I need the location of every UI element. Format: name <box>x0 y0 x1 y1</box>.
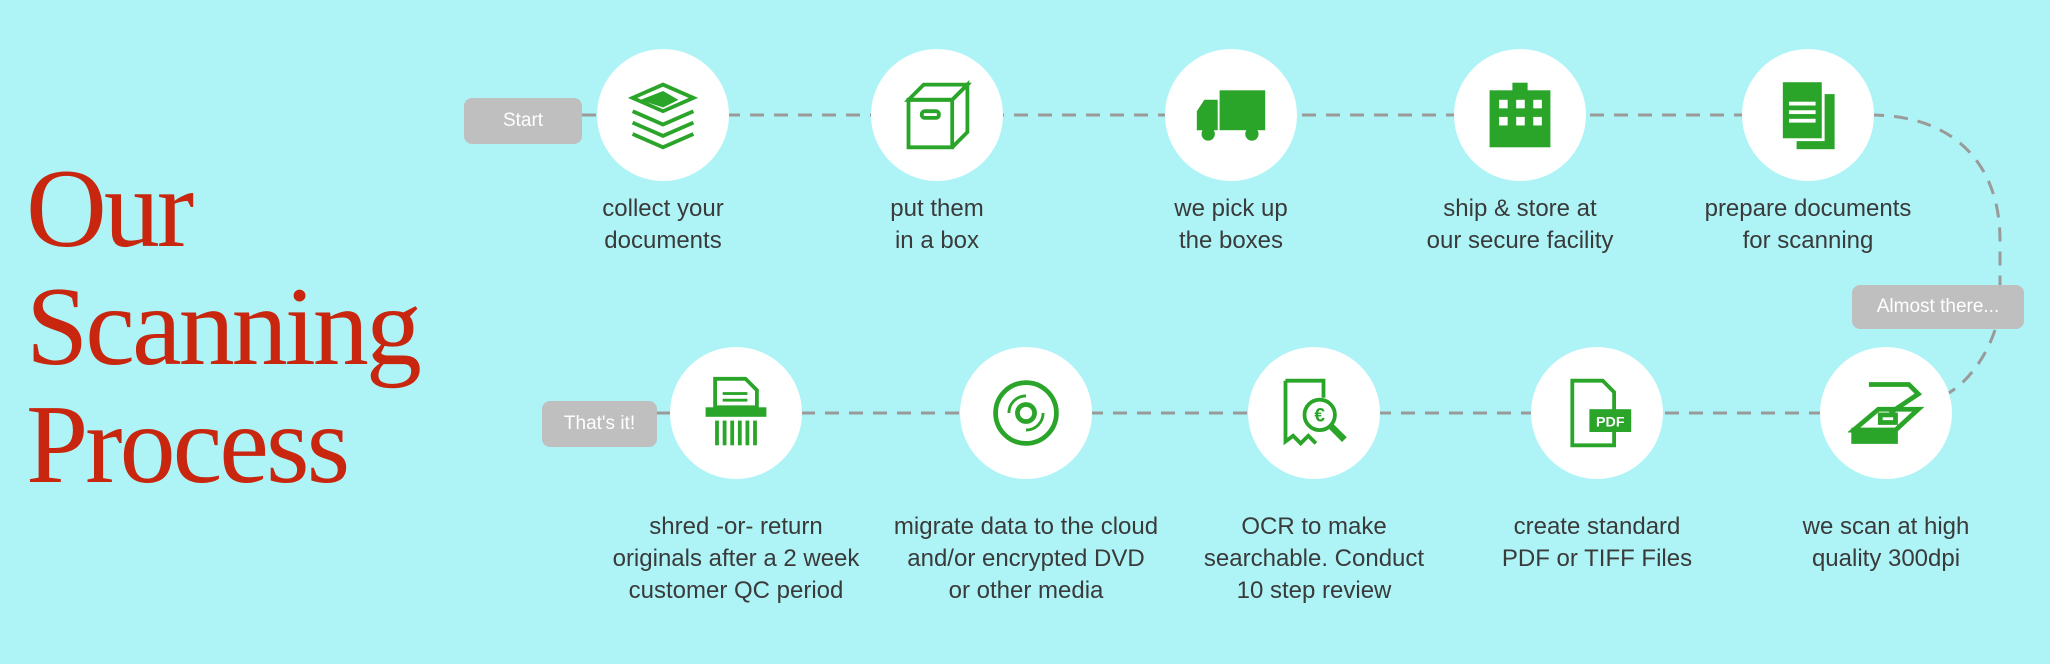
label-line: create standard <box>1513 513 1681 540</box>
label-line: 10 step review <box>1236 577 1392 604</box>
step-10-circle <box>670 347 802 479</box>
ocr-search-icon: € <box>1283 378 1347 447</box>
step-4-label: ship & store at our secure facility <box>1370 193 1670 257</box>
label-line: ship & store at <box>1443 195 1597 222</box>
step-2-circle <box>871 49 1003 181</box>
label-line: in a box <box>894 227 980 254</box>
step-6-label: we scan at high quality 300dpi <box>1736 511 2036 575</box>
label-line: shred -or- return <box>649 513 823 540</box>
label-line: our secure facility <box>1426 227 1614 254</box>
svg-text:PDF: PDF <box>1596 414 1625 430</box>
label-line: OCR to make <box>1241 513 1387 540</box>
step-9-label: migrate data to the cloud and/or encrypte… <box>876 511 1176 607</box>
label-line: quality 300dpi <box>1811 545 1961 572</box>
step-1-label: collect your documents <box>513 193 813 257</box>
pdf-file-icon: PDF <box>1570 378 1632 448</box>
svg-text:€: € <box>1314 406 1325 427</box>
page-title: Our Scanning Process <box>26 147 422 507</box>
documents-icon <box>1779 79 1835 150</box>
step-10-label: shred -or- return originals after a 2 wee… <box>586 511 886 607</box>
step-8-circle: € <box>1248 347 1380 479</box>
step-5-label: prepare documents for scanning <box>1658 193 1958 257</box>
label-line: and/or encrypted DVD <box>907 545 1145 572</box>
almost-there-marker: Almost there... <box>1852 285 2024 329</box>
label-line: PDF or TIFF Files <box>1501 545 1693 572</box>
label-line: the boxes <box>1178 227 1284 254</box>
label-line: migrate data to the cloud <box>893 513 1159 540</box>
label-line: collect your <box>602 195 724 222</box>
label-line: customer QC period <box>628 577 844 604</box>
label-line: searchable. Conduct <box>1203 545 1425 572</box>
label-line: prepare documents <box>1704 195 1912 222</box>
label-line: put them <box>890 195 984 222</box>
step-9-circle <box>960 347 1092 479</box>
label-line: we pick up <box>1174 195 1288 222</box>
document-stack-icon <box>627 82 699 150</box>
disc-icon <box>993 380 1059 446</box>
label-line: or other media <box>948 577 1104 604</box>
step-1-circle <box>597 49 729 181</box>
step-6-circle <box>1820 347 1952 479</box>
end-marker: That's it! <box>542 401 657 447</box>
step-5-circle <box>1742 49 1874 181</box>
step-3-label: we pick up the boxes <box>1081 193 1381 257</box>
title-line: Our <box>26 147 194 271</box>
truck-icon <box>1196 90 1266 141</box>
shredder-icon <box>705 376 767 446</box>
building-icon <box>1489 82 1551 148</box>
step-8-label: OCR to make searchable. Conduct 10 step re… <box>1164 511 1464 607</box>
step-3-circle <box>1165 49 1297 181</box>
step-4-circle <box>1454 49 1586 181</box>
step-7-circle: PDF <box>1531 347 1663 479</box>
title-line: Scanning <box>26 265 422 389</box>
label-line: documents <box>604 227 722 254</box>
scanner-icon <box>1848 382 1924 444</box>
box-icon <box>903 80 972 150</box>
start-marker: Start <box>464 98 582 144</box>
label-line: originals after a 2 week <box>612 545 860 572</box>
step-2-label: put them in a box <box>787 193 1087 257</box>
label-line: for scanning <box>1742 227 1874 254</box>
label-line: we scan at high <box>1802 513 1970 540</box>
title-line: Process <box>26 383 350 507</box>
